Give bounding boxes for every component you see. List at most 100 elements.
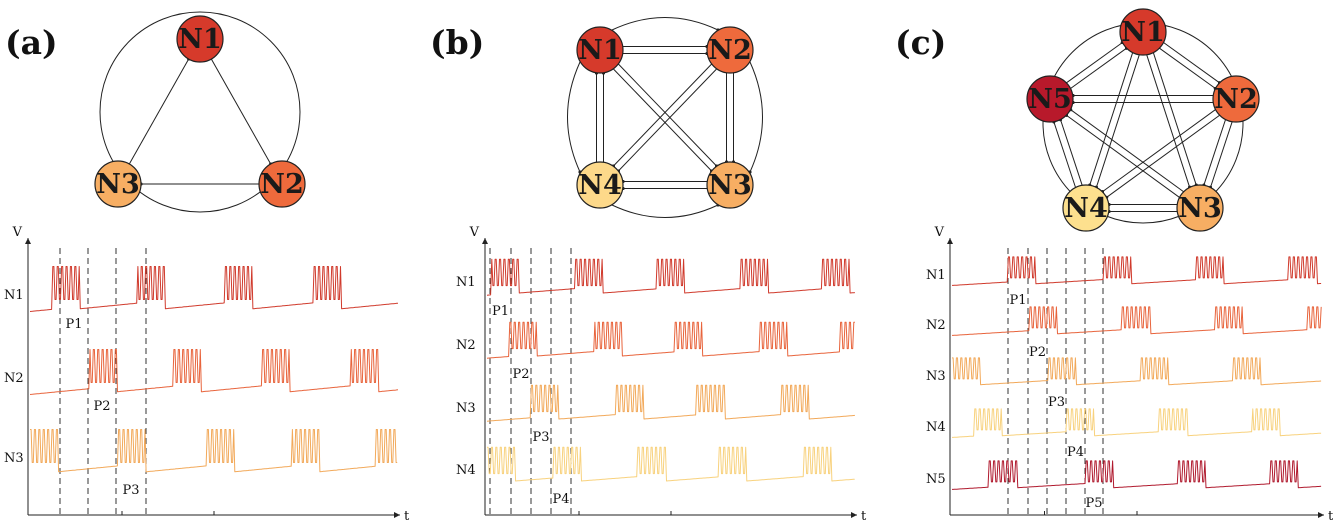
- edges-a: [128, 57, 273, 186]
- node-n1: N1: [1119, 8, 1167, 56]
- node-n2: N2: [258, 160, 306, 208]
- outer-arc: [611, 17, 720, 32]
- trace-n3: [486, 384, 855, 422]
- edge-N1-N2: [1159, 47, 1217, 90]
- panel-label-b: (b): [430, 23, 484, 62]
- row-label-n3: N3: [926, 369, 946, 384]
- phase-label-p3: P3: [122, 483, 139, 498]
- edge-N2-N3: [1202, 119, 1226, 187]
- edge-N1-N3: [618, 63, 719, 168]
- y-axis-arrow: [482, 238, 488, 244]
- node-n1: N1: [176, 15, 224, 63]
- edge-N1-N2: [1163, 42, 1221, 85]
- trace-n4: [487, 446, 855, 482]
- edge-N1-N4: [1088, 52, 1134, 187]
- node-circle: [1026, 75, 1074, 123]
- edge-N3-N5: [1069, 108, 1184, 193]
- edges-c: [1052, 41, 1233, 214]
- edge-N4-N5: [1058, 118, 1083, 186]
- phase-label-p3: P3: [532, 430, 549, 445]
- trace-n2: [486, 321, 855, 359]
- node-circle: [1119, 8, 1167, 56]
- edge-N3-N1: [128, 57, 191, 165]
- y-axis-label: V: [469, 225, 480, 240]
- edge-N1-N3: [613, 68, 714, 173]
- x-axis-label: t: [404, 509, 410, 523]
- phase-label-p2: P2: [1029, 345, 1046, 360]
- node-circle: [94, 160, 142, 208]
- x-axis-label: t: [1328, 509, 1333, 523]
- node-circle: [706, 26, 754, 74]
- ring-a: [99, 11, 301, 213]
- node-label: N3: [96, 169, 139, 200]
- node-label: N3: [1178, 193, 1221, 224]
- edge-N1-N3: [1146, 54, 1192, 189]
- trace-n2: [952, 306, 1322, 336]
- phase-label-p2: P2: [512, 367, 529, 382]
- row-label-n2: N2: [4, 371, 24, 386]
- row-label-n3: N3: [456, 401, 476, 416]
- edge-N2-N4: [611, 63, 712, 168]
- edge-N4-N5: [1052, 120, 1076, 188]
- phase-label-p3: P3: [1048, 395, 1065, 410]
- node-label: N1: [1121, 17, 1164, 48]
- row-label-n4: N4: [926, 420, 946, 435]
- row-label-n2: N2: [926, 318, 946, 333]
- phase-label-p1: P1: [65, 317, 82, 332]
- outer-arc: [567, 61, 582, 174]
- row-label-n1: N1: [4, 288, 24, 303]
- trace-n1: [29, 266, 399, 312]
- node-label: N5: [1028, 84, 1071, 115]
- edge-N3-N5: [1064, 113, 1180, 198]
- y-axis-label: V: [934, 225, 945, 240]
- row-label-n2: N2: [456, 338, 476, 353]
- node-n2: N2: [706, 26, 754, 74]
- trace-n3: [952, 357, 1322, 386]
- row-label-n1: N1: [926, 268, 946, 283]
- phase-label-p1: P1: [1009, 293, 1026, 308]
- node-label: N1: [178, 24, 221, 55]
- node-n2: N2: [1212, 75, 1260, 123]
- trace-n3: [30, 429, 398, 473]
- edge-N1-N4: [1094, 54, 1140, 189]
- node-circle: [576, 161, 624, 209]
- node-n4: N4: [1062, 184, 1110, 232]
- x-axis-arrow: [394, 512, 400, 518]
- row-label-n5: N5: [926, 472, 946, 487]
- node-label: N2: [1214, 84, 1257, 115]
- node-circle: [1176, 184, 1224, 232]
- trace-n2: [29, 349, 399, 395]
- y-axis-arrow: [25, 238, 31, 244]
- node-n1: N1: [576, 26, 624, 74]
- phase-label-p4: P4: [552, 492, 569, 507]
- edge-N1-N2: [210, 58, 273, 166]
- edge-N1-N3: [1152, 52, 1198, 187]
- node-n3: N3: [1176, 184, 1224, 232]
- edge-N2-N4: [1105, 114, 1220, 199]
- edges-b: [567, 17, 763, 218]
- edge-N5-N1: [1066, 41, 1124, 84]
- node-label: N1: [578, 35, 621, 66]
- node-n4: N4: [576, 161, 624, 209]
- phase-label-p5: P5: [1085, 496, 1102, 511]
- edge-N5-N1: [1070, 46, 1128, 89]
- node-circle: [176, 15, 224, 63]
- node-label: N4: [1064, 193, 1107, 224]
- row-label-n4: N4: [456, 463, 476, 478]
- trace-n1: [486, 258, 855, 296]
- phase-label-p4: P4: [1067, 445, 1084, 460]
- node-label: N3: [708, 170, 751, 201]
- node-circle: [706, 161, 754, 209]
- edge-N2-N4: [1100, 109, 1216, 194]
